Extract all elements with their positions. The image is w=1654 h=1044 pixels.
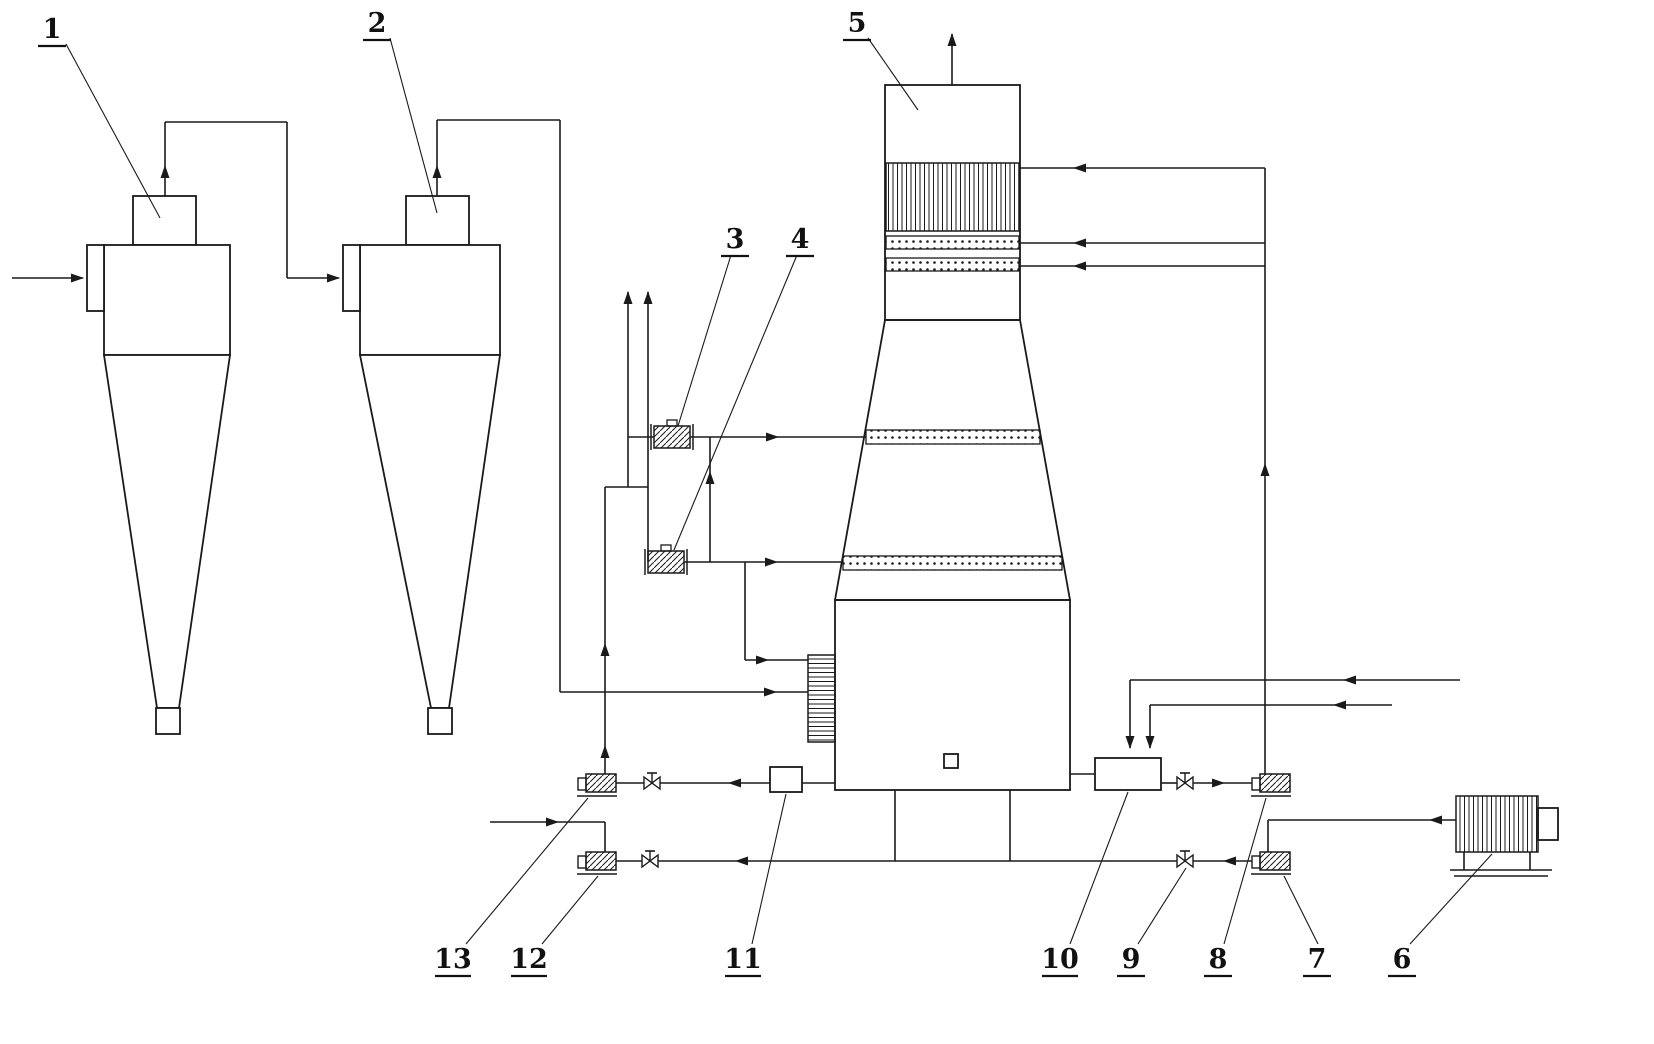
leader-line <box>1137 867 1187 945</box>
leader-line <box>867 37 919 111</box>
spray-layer-top-1 <box>885 235 1020 250</box>
leader-line <box>1283 875 1319 945</box>
exchanger-motor <box>1537 807 1559 841</box>
spray-layer-low <box>842 555 1063 571</box>
ref-label-5: 5 <box>848 8 867 39</box>
leader-line <box>65 43 161 219</box>
cyclone-2-riser <box>405 195 470 246</box>
cyclone-2-cone <box>358 354 502 709</box>
ref-label-4: 4 <box>791 224 810 255</box>
cyclone-1-body <box>103 244 231 356</box>
leader-line <box>677 254 732 427</box>
ref-label-11: 11 <box>724 944 762 975</box>
cyclone-2-inlet <box>342 244 361 312</box>
tower-sump-tank <box>834 599 1071 791</box>
leader-line <box>751 793 787 945</box>
ref-label-10: 10 <box>1041 944 1079 975</box>
cyclone-1-discharge <box>155 707 181 735</box>
leader-line <box>1223 797 1267 945</box>
slurry-feed-piping <box>600 291 866 774</box>
ref-label-1: 1 <box>43 14 62 45</box>
ref-label-6: 6 <box>1393 944 1412 975</box>
demister-band <box>885 162 1020 232</box>
cyclone-separator-2 <box>342 195 502 735</box>
ref-label-3: 3 <box>726 224 745 255</box>
pump-8 <box>1250 773 1292 797</box>
equipment <box>576 419 1559 877</box>
cyclone-2-body <box>359 244 501 356</box>
atomizer-device-3 <box>650 419 694 451</box>
pump-13 <box>576 773 618 797</box>
leader-line <box>541 875 599 945</box>
ref-label-13: 13 <box>434 944 472 975</box>
bottom-piping <box>490 675 1460 866</box>
gas-piping <box>12 119 808 697</box>
leader-line <box>1069 791 1129 945</box>
tank-sight-port <box>943 753 959 769</box>
cyclone-1-cone <box>102 354 232 709</box>
shutoff-valve-upper-left <box>643 772 661 790</box>
cyclone-2-discharge <box>427 707 453 735</box>
recirculation-piping <box>1020 163 1270 774</box>
reference-labels: 1 2 3 4 5 6 7 8 9 10 11 12 13 <box>38 8 1493 978</box>
pump-12 <box>576 851 618 875</box>
outlet-box-10 <box>1094 757 1162 791</box>
ref-label-9: 9 <box>1122 944 1141 975</box>
leader-line <box>389 37 438 214</box>
exchanger-body <box>1455 795 1539 853</box>
cyclone-1-inlet <box>86 244 105 312</box>
leader-line <box>1409 853 1493 945</box>
ref-label-12: 12 <box>510 944 548 975</box>
ref-label-7: 7 <box>1308 944 1327 975</box>
spray-layer-mid <box>865 429 1041 445</box>
shutoff-valve-9 <box>1176 850 1194 868</box>
wall-heat-exchanger <box>807 654 836 743</box>
atomizer-device-4 <box>644 544 688 576</box>
leader-line <box>465 797 589 945</box>
leader-line <box>673 254 798 551</box>
shutoff-valve-upper-right <box>1176 772 1194 790</box>
spray-layer-top-2 <box>885 257 1020 272</box>
scrubber-tower <box>807 33 1072 791</box>
pump-7 <box>1250 851 1292 875</box>
inline-box-11 <box>769 766 803 793</box>
cyclone-separator-1 <box>86 195 232 735</box>
ref-label-2: 2 <box>368 8 387 39</box>
cyclone-1-riser <box>132 195 197 246</box>
shutoff-valve-lower-left <box>641 850 659 868</box>
ref-label-8: 8 <box>1209 944 1228 975</box>
heat-exchanger-6 <box>1450 795 1559 877</box>
